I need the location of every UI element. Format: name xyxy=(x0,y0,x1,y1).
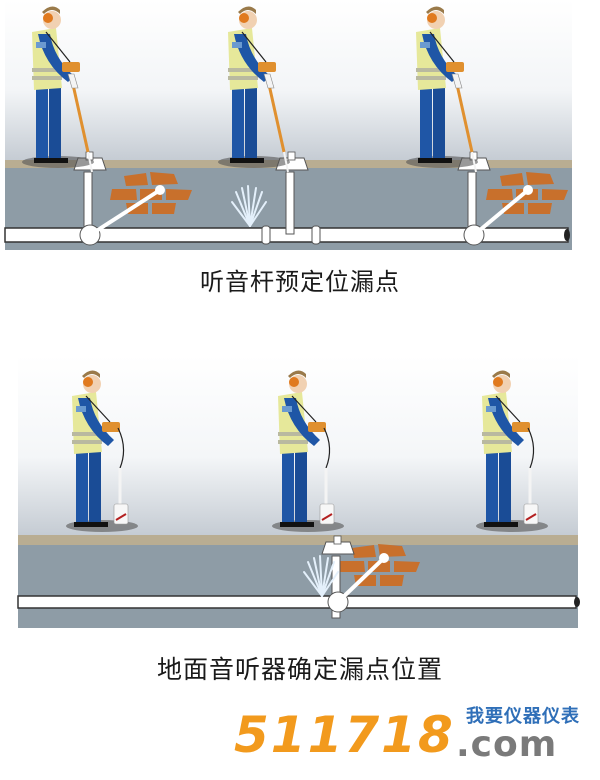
ground-microphone-illustration xyxy=(17,355,580,628)
site-logo: 511718 我要仪器仪表 .com xyxy=(228,700,600,780)
listening-stick-illustration xyxy=(4,0,572,250)
panel-listening-stick xyxy=(0,0,600,255)
logo-domain: .com xyxy=(456,724,558,765)
caption-ground-microphone: 地面音听器确定漏点位置 xyxy=(156,655,443,684)
panel-ground-microphone xyxy=(0,350,600,635)
logo-tagline: 我要仪器仪表 xyxy=(466,706,580,727)
caption-listening-stick: 听音杆预定位漏点 xyxy=(200,268,400,296)
logo-number: 511718 xyxy=(234,706,455,764)
